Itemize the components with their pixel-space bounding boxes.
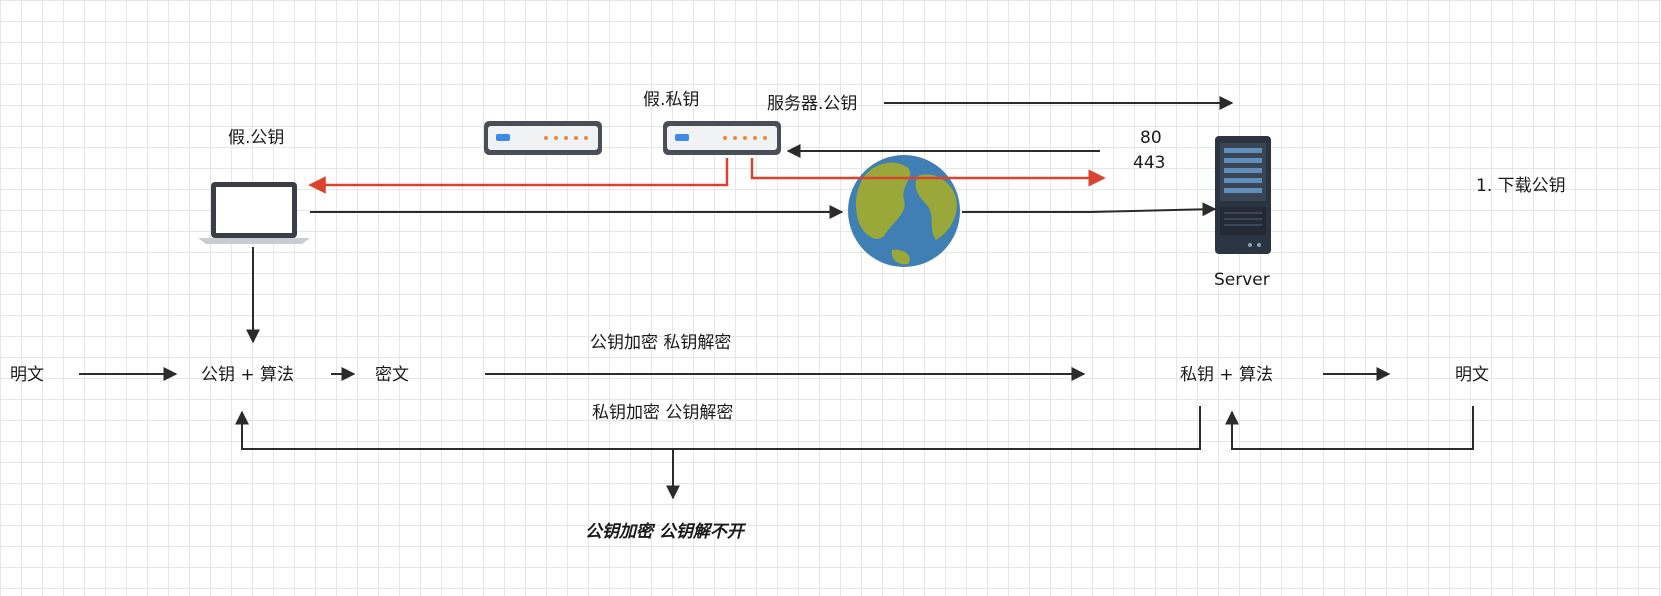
port-443-label: 443 bbox=[1133, 153, 1166, 173]
arrow-plaintext-back-to-privkey bbox=[1225, 406, 1474, 450]
pub-encrypt-priv-decrypt-label: 公钥加密 私钥解密 bbox=[590, 333, 732, 353]
ciphertext-label: 密文 bbox=[375, 365, 409, 385]
arrow-globe-to-server bbox=[962, 202, 1217, 217]
server-icon bbox=[1215, 136, 1271, 254]
server-label: Server bbox=[1214, 270, 1270, 290]
router-icon bbox=[484, 121, 602, 155]
priv-encrypt-pub-decrypt-label: 私钥加密 公钥解密 bbox=[592, 403, 734, 423]
step-download-label: 1. 下载公钥 bbox=[1476, 176, 1566, 196]
globe-icon bbox=[848, 155, 960, 267]
router-icon bbox=[663, 121, 781, 155]
laptop-icon bbox=[198, 182, 310, 244]
fake-private-key-label: 假.私钥 bbox=[643, 90, 700, 110]
fake-public-key-label: 假.公钥 bbox=[228, 128, 285, 148]
red-arrow-fake-to-laptop bbox=[308, 158, 729, 194]
conclusion-label: 公钥加密 公钥解不开 bbox=[585, 522, 744, 542]
server-public-key-label: 服务器.公钥 bbox=[767, 94, 858, 114]
port-80-label: 80 bbox=[1140, 128, 1162, 148]
plaintext-right-label: 明文 bbox=[1455, 365, 1489, 385]
privkey-algo-label: 私钥 + 算法 bbox=[1180, 365, 1274, 385]
plaintext-left-label: 明文 bbox=[10, 365, 44, 385]
arrow-privkey-back-to-pubkey bbox=[235, 406, 1201, 450]
red-arrow-to-server bbox=[750, 158, 1106, 187]
pubkey-algo-label: 公钥 + 算法 bbox=[201, 365, 295, 385]
